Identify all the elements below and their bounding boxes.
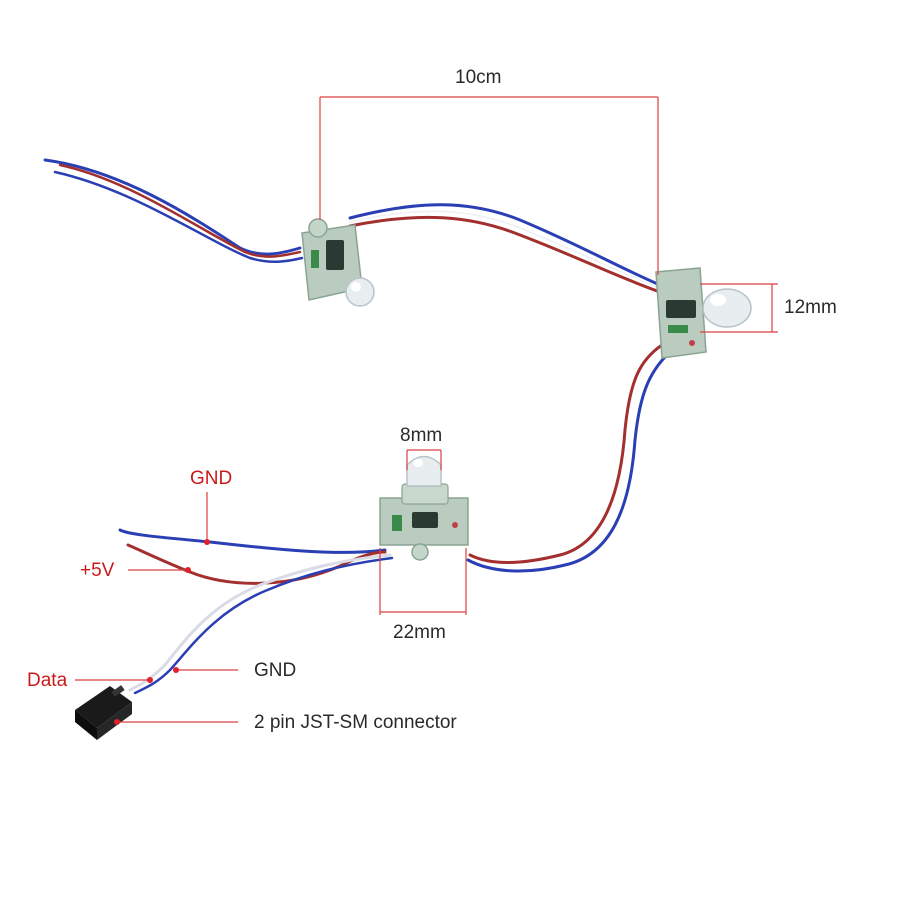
- callout-lines: [75, 492, 238, 723]
- label-housing-width: 22mm: [393, 622, 446, 643]
- wire-blue-input: [43, 158, 302, 256]
- wire-red-span-1: [348, 215, 662, 294]
- jst-sm-connector-icon: [75, 685, 132, 740]
- wire-blue-span-2: [466, 348, 674, 573]
- label-pixel-spacing: 10cm: [455, 67, 502, 88]
- mounting-tab-bottom: [411, 543, 429, 561]
- dimension-12mm: [700, 283, 778, 333]
- wire-white-data-lead: [128, 553, 392, 692]
- label-connector: 2 pin JST-SM connector: [254, 712, 457, 733]
- pixel-module-bottom: [379, 455, 469, 561]
- dimension-22mm: [379, 548, 467, 615]
- label-housing-height: 12mm: [784, 297, 837, 318]
- wire-white-span-1: [349, 210, 661, 289]
- dimension-10cm: [319, 96, 659, 275]
- label-led-diameter: 8mm: [400, 425, 443, 446]
- pixel-module-left: [301, 218, 375, 307]
- mounting-tab-left: [308, 218, 328, 238]
- wire-blue-input-2: [53, 170, 304, 263]
- label-data: Data: [27, 670, 68, 691]
- wire-red-input: [58, 163, 302, 258]
- led-lens-left: [345, 277, 375, 307]
- wire-red-span-2: [468, 343, 664, 564]
- wire-red-5v-lead: [126, 543, 387, 585]
- pixel-module-right: [655, 267, 752, 359]
- wire-blue-span-1: [348, 203, 662, 287]
- wire-harness: [43, 158, 674, 695]
- label-plus-5v: +5V: [80, 560, 115, 581]
- callout-dots: [114, 539, 210, 725]
- label-gnd-input: GND: [190, 468, 233, 489]
- label-gnd-connector: GND: [254, 660, 297, 681]
- wire-blue-gnd-lead: [118, 528, 387, 554]
- wire-blue-data-lead: [133, 556, 394, 695]
- dimension-8mm: [406, 449, 442, 470]
- led-lens-right: [702, 288, 752, 328]
- led-lens-bottom: [406, 455, 442, 487]
